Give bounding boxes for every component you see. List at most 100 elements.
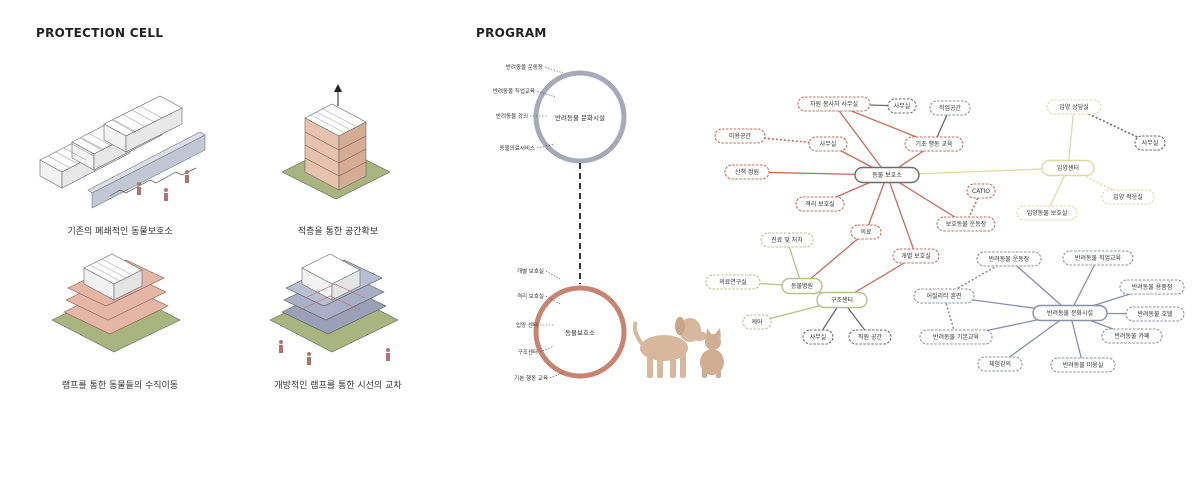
node-label: 사무실 [1142, 139, 1159, 147]
shelter-item-leader [549, 371, 565, 379]
node-outline [1016, 205, 1078, 221]
node-outline [929, 100, 971, 116]
node-shelter-yard: 보호동물 운동장 [936, 216, 996, 232]
mindmap-edge [943, 295, 957, 338]
caption-ramp-vertical: 램프를 통한 동물들의 수직이동 [61, 381, 179, 391]
shelter-item-label: 구조센터 [518, 348, 538, 356]
node-label: 반려동물 기본교육 [933, 333, 980, 341]
stacking-illustration [281, 84, 391, 200]
mindmap-edge [1069, 312, 1084, 366]
node-beauty: 미용공간 [714, 128, 766, 144]
shelter-circle-label: 동물보호소 [565, 329, 595, 337]
node-label: 동물 보호소 [872, 172, 902, 179]
node-outline [1134, 135, 1166, 151]
node-outline [904, 136, 964, 152]
node-outline [854, 166, 920, 184]
node-label: 반려동물 운동장 [989, 255, 1030, 263]
shelter-item-label: 개별 보호실 [517, 267, 544, 275]
node-pet-job: 반려동물 직업교육 [1062, 250, 1134, 266]
node-outline [1062, 250, 1134, 266]
culture-item-leader [536, 90, 556, 98]
node-outline [742, 314, 772, 330]
node-pet-hotel: 반려동물 호텔 [1125, 306, 1185, 322]
protection-cell-title: PROTECTION CELL [36, 26, 164, 40]
node-label: 입양 적응실 [1113, 193, 1143, 201]
node-outline [976, 251, 1042, 267]
culture-item-label: 동물의료서비스 [500, 144, 535, 152]
node-adopt-shelter: 입양동물 보호실 [1016, 205, 1078, 221]
node-label: 격리 보호실 [805, 200, 835, 208]
node-label: 구조센터 [831, 296, 853, 304]
node-outline [892, 248, 940, 264]
culture-item-leader [544, 66, 564, 74]
node-treatment: 진료 및 처치 [760, 232, 814, 248]
node-pet-basic: 반려동물 기본교육 [919, 329, 993, 345]
node-care: 케어 [742, 314, 772, 330]
node-outline [816, 291, 868, 309]
node-label: 보호동물 운동장 [946, 220, 987, 228]
node-outline [848, 329, 892, 345]
ramp-illustration [51, 253, 181, 353]
node-outline [808, 136, 848, 152]
node-label: 의료 [860, 228, 872, 236]
node-label: 사무실 [810, 333, 827, 341]
node-outline [1101, 189, 1155, 205]
open-ramp-illustration [269, 253, 399, 365]
node-label: CATIO [972, 188, 990, 195]
node-outline [936, 216, 996, 232]
culture-item-leader [536, 143, 556, 149]
node-outline [1101, 328, 1163, 344]
node-adoption-consult: 입양 상담실 [1046, 99, 1102, 115]
node-label: 반려동물 직업교육 [1075, 254, 1122, 262]
shelter-item-label: 격리 보호실 [517, 292, 544, 300]
node-walk-park: 산책 정원 [724, 164, 770, 180]
hub-culture: 반려동물 문화시설 [1032, 304, 1108, 322]
node-outline [1119, 279, 1185, 295]
culture-item-label: 반려동물 운동장 [506, 63, 543, 71]
node-outline [977, 356, 1023, 372]
mindmap-edge [833, 103, 888, 176]
hub-rescue: 구조센터 [816, 291, 868, 309]
node-pet-beauty: 반려동물 미용실 [1050, 357, 1116, 373]
culture-facility-circle [533, 70, 627, 164]
node-label: 케어 [751, 318, 762, 326]
node-office3: 사무실 [802, 329, 834, 345]
node-agility: 어질리티 훈련 [913, 288, 975, 304]
node-label: 기초 행동 교육 [916, 140, 953, 148]
caption-stacking: 적층을 통한 공간확보 [297, 227, 379, 237]
node-outline [1032, 304, 1108, 322]
node-outline [802, 329, 834, 345]
shelter-item-label: 입양 센터 [516, 321, 538, 329]
node-outline [1046, 99, 1102, 115]
node-outline [966, 183, 996, 199]
shelter-item-leader [545, 270, 561, 280]
node-label: 반려동물 미용실 [1063, 361, 1104, 369]
node-outline [1050, 357, 1116, 373]
mindmap-edge [1067, 106, 1075, 169]
shelter-item-leader [539, 345, 555, 353]
node-experience: 체험강의 [977, 356, 1023, 372]
mindmap-edge [886, 174, 917, 257]
node-outline [850, 224, 882, 240]
node-label: 직원 공간 [858, 333, 882, 341]
node-medical: 의료 [850, 224, 882, 240]
node-outline [795, 196, 845, 212]
node-outline [705, 274, 761, 290]
node-outline [913, 288, 975, 304]
mindmap-edge [1008, 258, 1071, 314]
node-label: 의료연구실 [719, 278, 747, 286]
node-outline [919, 329, 993, 345]
mindmap-edge [1069, 257, 1099, 314]
mindmap-edge [1067, 167, 1129, 198]
mindmap-edge [999, 312, 1071, 365]
node-label: 반려동물 호텔 [1137, 310, 1173, 318]
dog-cat-illustration [632, 317, 724, 378]
node-label: 반려동물 용품점 [1132, 283, 1173, 291]
program-title: PROGRAM [476, 26, 547, 40]
node-label: 작업공간 [939, 104, 962, 112]
node-outline [1041, 159, 1095, 177]
node-outline [781, 277, 823, 295]
node-staff-space: 직원 공간 [848, 329, 892, 345]
